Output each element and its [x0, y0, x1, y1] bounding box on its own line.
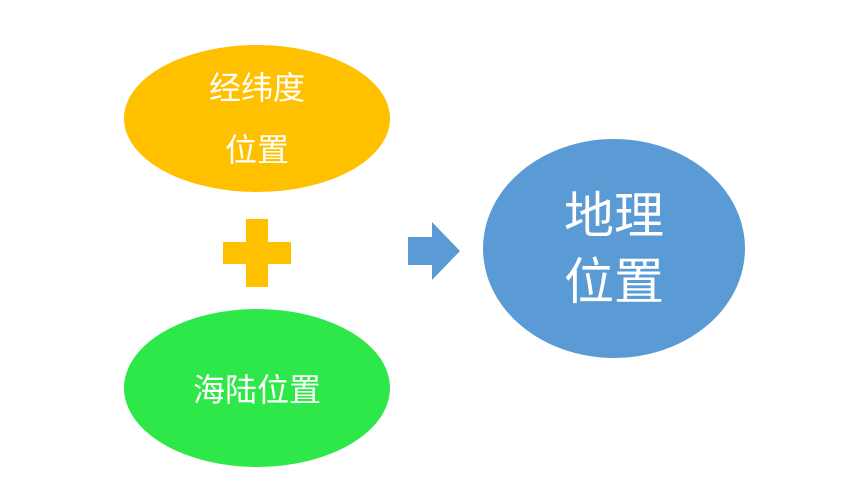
- arrow-right-icon: [408, 222, 460, 280]
- arrow-shape: [408, 222, 460, 280]
- node-landsea-position: 海陆位置: [124, 309, 390, 467]
- node-geo-line1: 地理: [564, 186, 664, 245]
- node-geographic-position: 地理 位置: [483, 139, 745, 358]
- plus-icon: [223, 219, 291, 287]
- plus-shape: [223, 219, 291, 287]
- node-landsea-line1: 海陆位置: [192, 371, 321, 409]
- node-lonlat-line2: 位置: [224, 130, 289, 169]
- node-geo-line2: 位置: [564, 252, 664, 311]
- node-lonlat-line1: 经纬度: [208, 68, 305, 107]
- node-lonlat-position: 经纬度 位置: [124, 45, 390, 192]
